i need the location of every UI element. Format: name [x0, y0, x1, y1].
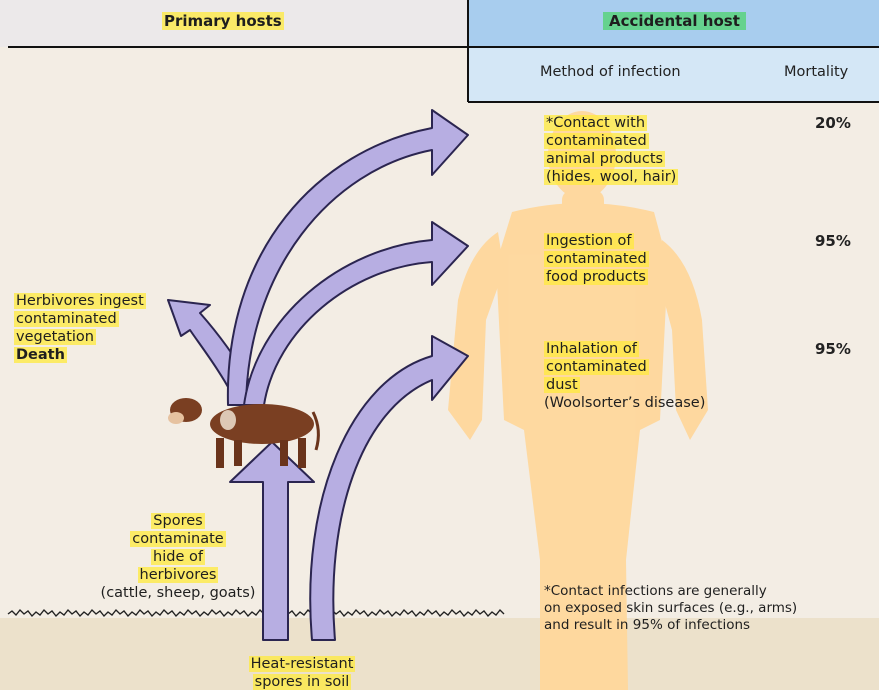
route-contact-line: *Contact with: [544, 115, 647, 131]
mortality-header: Mortality: [784, 64, 848, 80]
accidental-host-text: Accidental host: [603, 12, 746, 30]
footnote-line: and result in 95% of infections: [544, 617, 797, 634]
spores-hide-line: Spores: [151, 513, 204, 529]
contact-footnote: *Contact infections are generally on exp…: [544, 583, 797, 634]
herbivores-outcome: Death: [14, 347, 67, 363]
route-inhalation-line: dust: [544, 377, 580, 393]
soil-spores-label: Heat-resistant spores in soil: [232, 655, 372, 690]
mortality-contact: 20%: [815, 114, 851, 132]
herbivores-label: Herbivores ingest contaminated vegetatio…: [14, 292, 146, 364]
spores-hide-line: (cattle, sheep, goats): [101, 585, 256, 601]
spores-hide-line: herbivores: [138, 567, 219, 583]
herbivores-line: Herbivores ingest: [14, 293, 146, 309]
route-contact: *Contact with contaminated animal produc…: [544, 114, 678, 186]
route-inhalation-line: contaminated: [544, 359, 649, 375]
primary-hosts-title: Primary hosts: [162, 12, 284, 30]
arrow-inhalation: [310, 336, 468, 640]
primary-hosts-text: Primary hosts: [162, 12, 284, 30]
soil-spores-line: spores in soil: [253, 674, 352, 690]
method-of-infection-header: Method of infection: [540, 64, 681, 80]
spores-hide-label: Spores contaminate hide of herbivores (c…: [80, 512, 276, 602]
herbivores-line: contaminated: [14, 311, 119, 327]
route-contact-line: contaminated: [544, 133, 649, 149]
cow-icon: [168, 398, 318, 468]
route-inhalation-line: (Woolsorter’s disease): [544, 395, 705, 411]
herbivores-line: vegetation: [14, 329, 96, 345]
route-ingestion-line: contaminated: [544, 251, 649, 267]
mortality-ingestion: 95%: [815, 232, 851, 250]
soil-spores-line: Heat-resistant: [249, 656, 356, 672]
route-inhalation: Inhalation of contaminated dust (Woolsor…: [544, 340, 705, 412]
grass-line: [8, 610, 504, 616]
route-inhalation-line: Inhalation of: [544, 341, 639, 357]
spores-hide-line: hide of: [151, 549, 205, 565]
route-ingestion-line: Ingestion of: [544, 233, 634, 249]
footnote-line: *Contact infections are generally: [544, 583, 797, 600]
route-ingestion: Ingestion of contaminated food products: [544, 232, 649, 286]
route-contact-line: animal products: [544, 151, 665, 167]
route-ingestion-line: food products: [544, 269, 648, 285]
footnote-line: on exposed skin surfaces (e.g., arms): [544, 600, 797, 617]
spores-hide-line: contaminate: [130, 531, 225, 547]
route-contact-line: (hides, wool, hair): [544, 169, 678, 185]
accidental-host-title: Accidental host: [603, 12, 746, 30]
mortality-inhalation: 95%: [815, 340, 851, 358]
